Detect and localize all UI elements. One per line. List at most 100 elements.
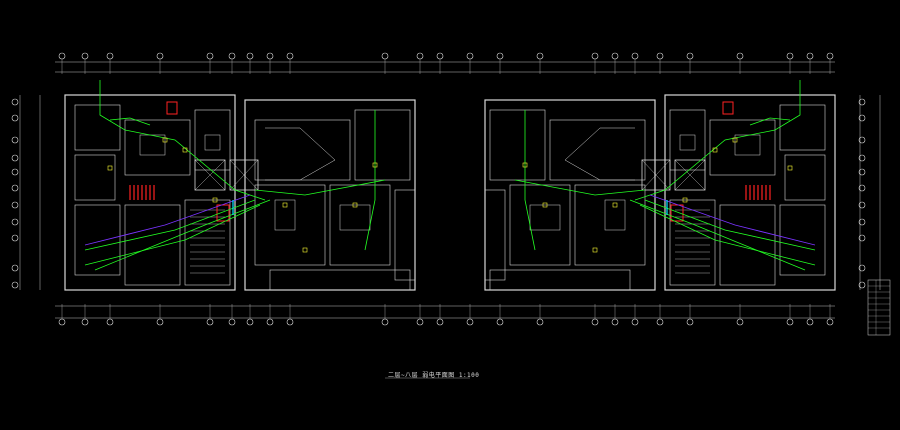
elevator-cross [674, 159, 706, 191]
legend-frame [867, 279, 891, 336]
grid-bubble-bottom [736, 318, 744, 326]
red-riser [722, 101, 734, 115]
purple-wire [649, 194, 816, 246]
outlet-symbol [712, 147, 718, 153]
room-bath [394, 189, 416, 281]
grid-bubble-top [416, 52, 424, 60]
grid-bubble-bottom [656, 318, 664, 326]
grid-bubble-bottom [206, 318, 214, 326]
red-riser [670, 204, 684, 222]
grid-bubble-top [631, 52, 639, 60]
building-half [64, 80, 416, 291]
grid-bubble-top [806, 52, 814, 60]
building-half [484, 80, 836, 291]
grid-bubble-left [11, 281, 19, 289]
room-dining [254, 184, 326, 266]
green-wire [749, 117, 791, 126]
grid-bubble-top [536, 52, 544, 60]
room-living [709, 119, 776, 176]
outlet-symbol [282, 202, 288, 208]
grid-bubble-bottom [826, 318, 834, 326]
grid-bubble-top [228, 52, 236, 60]
grid-bubble-bottom [381, 318, 389, 326]
grid-bubble-right [858, 184, 866, 192]
room-dining [574, 184, 646, 266]
grid-bubble-bottom [81, 318, 89, 326]
outlet-symbol [302, 247, 308, 253]
grid-bubble-top [106, 52, 114, 60]
grid-bubble-bottom [106, 318, 114, 326]
grid-bubble-right [858, 136, 866, 144]
grid-bubble-bottom [436, 318, 444, 326]
grid-bubble-right [858, 154, 866, 162]
grid-bubble-bottom [266, 318, 274, 326]
outlet-symbol [787, 165, 793, 171]
grid-bubble-right [858, 218, 866, 226]
green-wire [254, 179, 386, 196]
grid-bubble-top [656, 52, 664, 60]
sofa [139, 134, 166, 156]
room-bedroom [779, 204, 826, 276]
dining-table [604, 199, 626, 231]
room [669, 109, 706, 171]
sofa [339, 204, 371, 231]
outlet-symbol [732, 137, 738, 143]
grid-bubble-top [436, 52, 444, 60]
green-wire [84, 199, 256, 251]
grid-bubble-left [11, 154, 19, 162]
grid-bubble-top [206, 52, 214, 60]
green-wire [644, 199, 816, 251]
grid-bubble-top [58, 52, 66, 60]
grid-bubble-top [381, 52, 389, 60]
elevator-cross [194, 159, 226, 191]
grid-bubble-bottom [611, 318, 619, 326]
drawing-caption: 二层~八层 弱电平面图 1:100 [388, 372, 480, 379]
outlet-symbol [182, 147, 188, 153]
green-wire [364, 110, 376, 251]
grid-bubble-right [858, 201, 866, 209]
green-wire [514, 179, 646, 196]
outlet-symbol [612, 202, 618, 208]
grid-bubble-right [858, 234, 866, 242]
red-riser [166, 101, 178, 115]
grid-bubble-bottom [806, 318, 814, 326]
outer-wall [64, 94, 236, 291]
room [354, 109, 411, 181]
room-bedroom [74, 204, 121, 276]
grid-bubble-bottom [286, 318, 294, 326]
room [194, 109, 231, 171]
roof-outline [564, 127, 635, 181]
green-wire [634, 80, 801, 201]
grid-bubble-top [496, 52, 504, 60]
grid-bubble-top [786, 52, 794, 60]
grid-bubble-top [826, 52, 834, 60]
room [74, 104, 121, 151]
grid-bubble-top [466, 52, 474, 60]
grid-bubble-top [591, 52, 599, 60]
room-bath [484, 189, 506, 281]
room-bedroom [719, 204, 776, 286]
grid-bubble-bottom [591, 318, 599, 326]
green-wire [629, 199, 806, 271]
room [779, 104, 826, 151]
grid-bubble-right [858, 281, 866, 289]
grid-bubble-bottom [496, 318, 504, 326]
red-riser [216, 204, 230, 222]
grid-bubble-left [11, 264, 19, 272]
room [489, 109, 546, 181]
grid-bubble-bottom [58, 318, 66, 326]
room [74, 154, 116, 201]
room [784, 154, 826, 201]
grid-bubble-top [686, 52, 694, 60]
grid-bubble-left [11, 184, 19, 192]
green-wire [99, 80, 266, 201]
room-bedroom [124, 204, 181, 286]
grid-bubble-right [858, 168, 866, 176]
room-stair [669, 199, 716, 286]
outlet-symbol [352, 202, 358, 208]
legend-table [867, 279, 891, 336]
elevator-shaft [641, 159, 671, 191]
green-wire [84, 204, 261, 266]
